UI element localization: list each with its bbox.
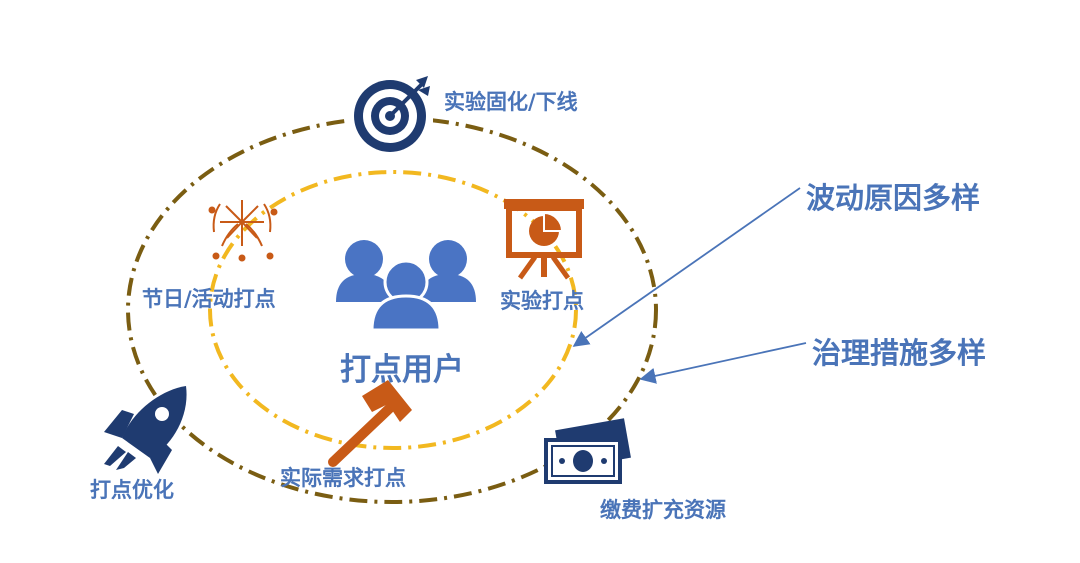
money-icon [544, 418, 631, 484]
callout-arrow-measures [639, 342, 807, 384]
label-pay-expand: 缴费扩充资源 [600, 498, 726, 522]
inner-ring [208, 170, 578, 450]
label-holiday-tracking: 节日/活动打点 [142, 287, 276, 311]
label-tracking-optimize: 打点优化 [90, 478, 174, 502]
label-experiment-solidify: 实验固化/下线 [444, 90, 578, 114]
people-icon [336, 240, 476, 332]
callout-arrow-causes [572, 187, 801, 347]
presentation-chart-icon [504, 199, 584, 280]
callout-measures: 治理措施多样 [812, 336, 987, 370]
hammer-icon [328, 380, 412, 467]
outer-ring [126, 116, 658, 504]
target-icon [350, 72, 433, 155]
label-actual-need-tracking: 实际需求打点 [280, 466, 406, 490]
fireworks-icon [208, 200, 278, 262]
label-experiment-tracking: 实验打点 [500, 289, 584, 313]
rocket-icon [104, 386, 187, 474]
label-center-users: 打点用户 [340, 352, 464, 388]
callout-causes: 波动原因多样 [806, 181, 981, 215]
